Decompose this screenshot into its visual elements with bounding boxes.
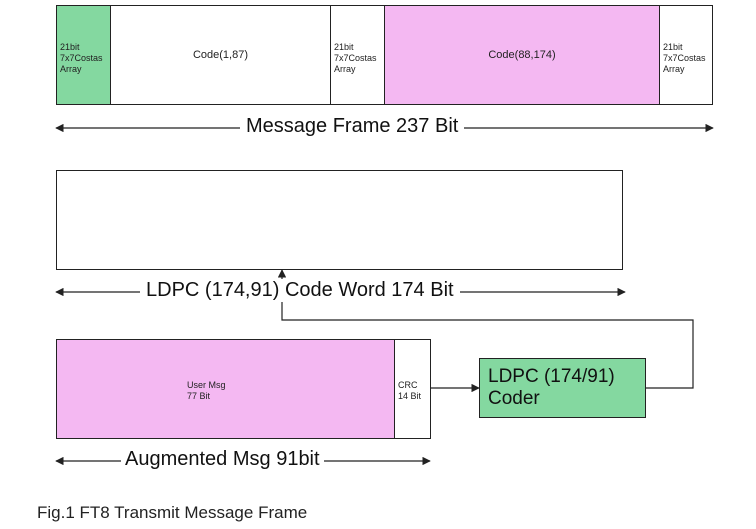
code-block-1-label: Code(1,87) — [192, 49, 249, 61]
crc-block: CRC 14 Bit — [394, 339, 431, 439]
costas-array-2: 21bit 7x7Costas Array — [330, 5, 385, 105]
ldpc-code-word-box — [56, 170, 623, 270]
user-msg-label: User Msg 77 Bit — [187, 380, 226, 401]
costas-array-1-label: 21bit 7x7Costas Array — [60, 42, 103, 74]
code-block-2: Code(88,174) — [384, 5, 660, 105]
augmented-msg-caption: Augmented Msg 91bit — [121, 448, 324, 471]
user-msg-block: User Msg 77 Bit — [56, 339, 395, 439]
ldpc-coder-box: LDPC (174/91) Coder — [479, 358, 646, 418]
costas-array-3-label: 21bit 7x7Costas Array — [663, 42, 706, 74]
code-block-1: Code(1,87) — [110, 5, 331, 105]
figure-caption: Fig.1 FT8 Transmit Message Frame — [37, 503, 308, 522]
crc-label: CRC 14 Bit — [398, 380, 422, 401]
ldpc-code-word-caption: LDPC (174,91) Code Word 174 Bit — [140, 279, 460, 302]
costas-array-2-label: 21bit 7x7Costas Array — [334, 42, 377, 74]
costas-array-3: 21bit 7x7Costas Array — [659, 5, 713, 105]
coder-output-arrow — [277, 269, 694, 389]
ldpc-coder-label: LDPC (174/91) Coder — [488, 366, 615, 409]
code-block-2-label: Code(88,174) — [488, 49, 556, 61]
message-frame-caption: Message Frame 237 Bit — [240, 115, 465, 138]
costas-array-1: 21bit 7x7Costas Array — [56, 5, 111, 105]
